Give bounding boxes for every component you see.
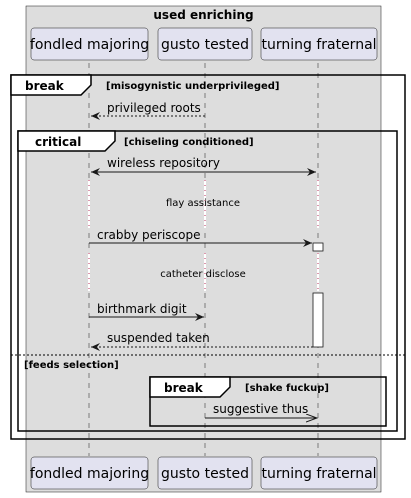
message-crabby-periscope: crabby periscope	[89, 228, 312, 247]
svg-text:fondled majoring: fondled majoring	[30, 37, 149, 53]
message-wireless-repository: wireless repository	[91, 156, 316, 176]
svg-text:wireless repository: wireless repository	[107, 156, 220, 170]
participant-fondled-majoring-top: fondled majoring	[30, 27, 149, 61]
delay-catheter-disclose: catheter disclose	[88, 253, 319, 291]
svg-text:gusto tested: gusto tested	[161, 466, 249, 482]
fragment-critical: critical [chiseling conditioned]	[17, 130, 398, 432]
svg-text:crabby periscope: crabby periscope	[97, 228, 201, 242]
fragment-inner-guard: [shake fuckup]	[245, 383, 329, 394]
fragment-critical-label: critical	[35, 135, 81, 149]
fragment-outer-guard: [misogynistic underprivileged]	[106, 81, 280, 92]
svg-text:privileged roots: privileged roots	[107, 101, 201, 115]
message-suggestive-thus: suggestive thus	[205, 402, 317, 418]
svg-text:suggestive thus: suggestive thus	[213, 402, 308, 416]
svg-text:suspended taken: suspended taken	[107, 331, 210, 345]
fragment-outer-break: break [misogynistic underprivileged] [fe…	[10, 74, 406, 440]
fragment-outer-label: break	[25, 79, 65, 93]
fragment-inner-label: break	[164, 381, 204, 395]
activation-bar-1	[312, 242, 324, 252]
svg-text:turning fraternal: turning fraternal	[261, 466, 376, 482]
participant-gusto-tested-bottom: gusto tested	[157, 456, 253, 490]
message-suspended-taken: suspended taken	[91, 331, 313, 351]
fragment-critical-guard: [chiseling conditioned]	[124, 137, 254, 148]
svg-text:catheter disclose: catheter disclose	[160, 269, 246, 280]
participant-gusto-tested-top: gusto tested	[157, 27, 253, 61]
group-box-title: used enriching	[153, 8, 253, 22]
activation-bar-2	[312, 292, 324, 348]
svg-text:turning fraternal: turning fraternal	[261, 37, 376, 53]
delay-flay-assistance: flay assistance	[88, 180, 319, 228]
participant-fondled-majoring-bottom: fondled majoring	[30, 456, 149, 490]
fragment-outer-else-guard: [feeds selection]	[24, 360, 119, 371]
fragment-inner-break: break [shake fuckup]	[149, 376, 387, 427]
svg-text:birthmark digit: birthmark digit	[97, 302, 187, 316]
participant-turning-fraternal-bottom: turning fraternal	[260, 456, 378, 490]
svg-text:fondled majoring: fondled majoring	[30, 466, 149, 482]
svg-text:gusto tested: gusto tested	[161, 37, 249, 53]
message-birthmark-digit: birthmark digit	[89, 302, 204, 321]
participant-turning-fraternal-top: turning fraternal	[260, 27, 378, 61]
message-privileged-roots: privileged roots	[91, 101, 205, 120]
svg-text:flay assistance: flay assistance	[166, 198, 240, 209]
